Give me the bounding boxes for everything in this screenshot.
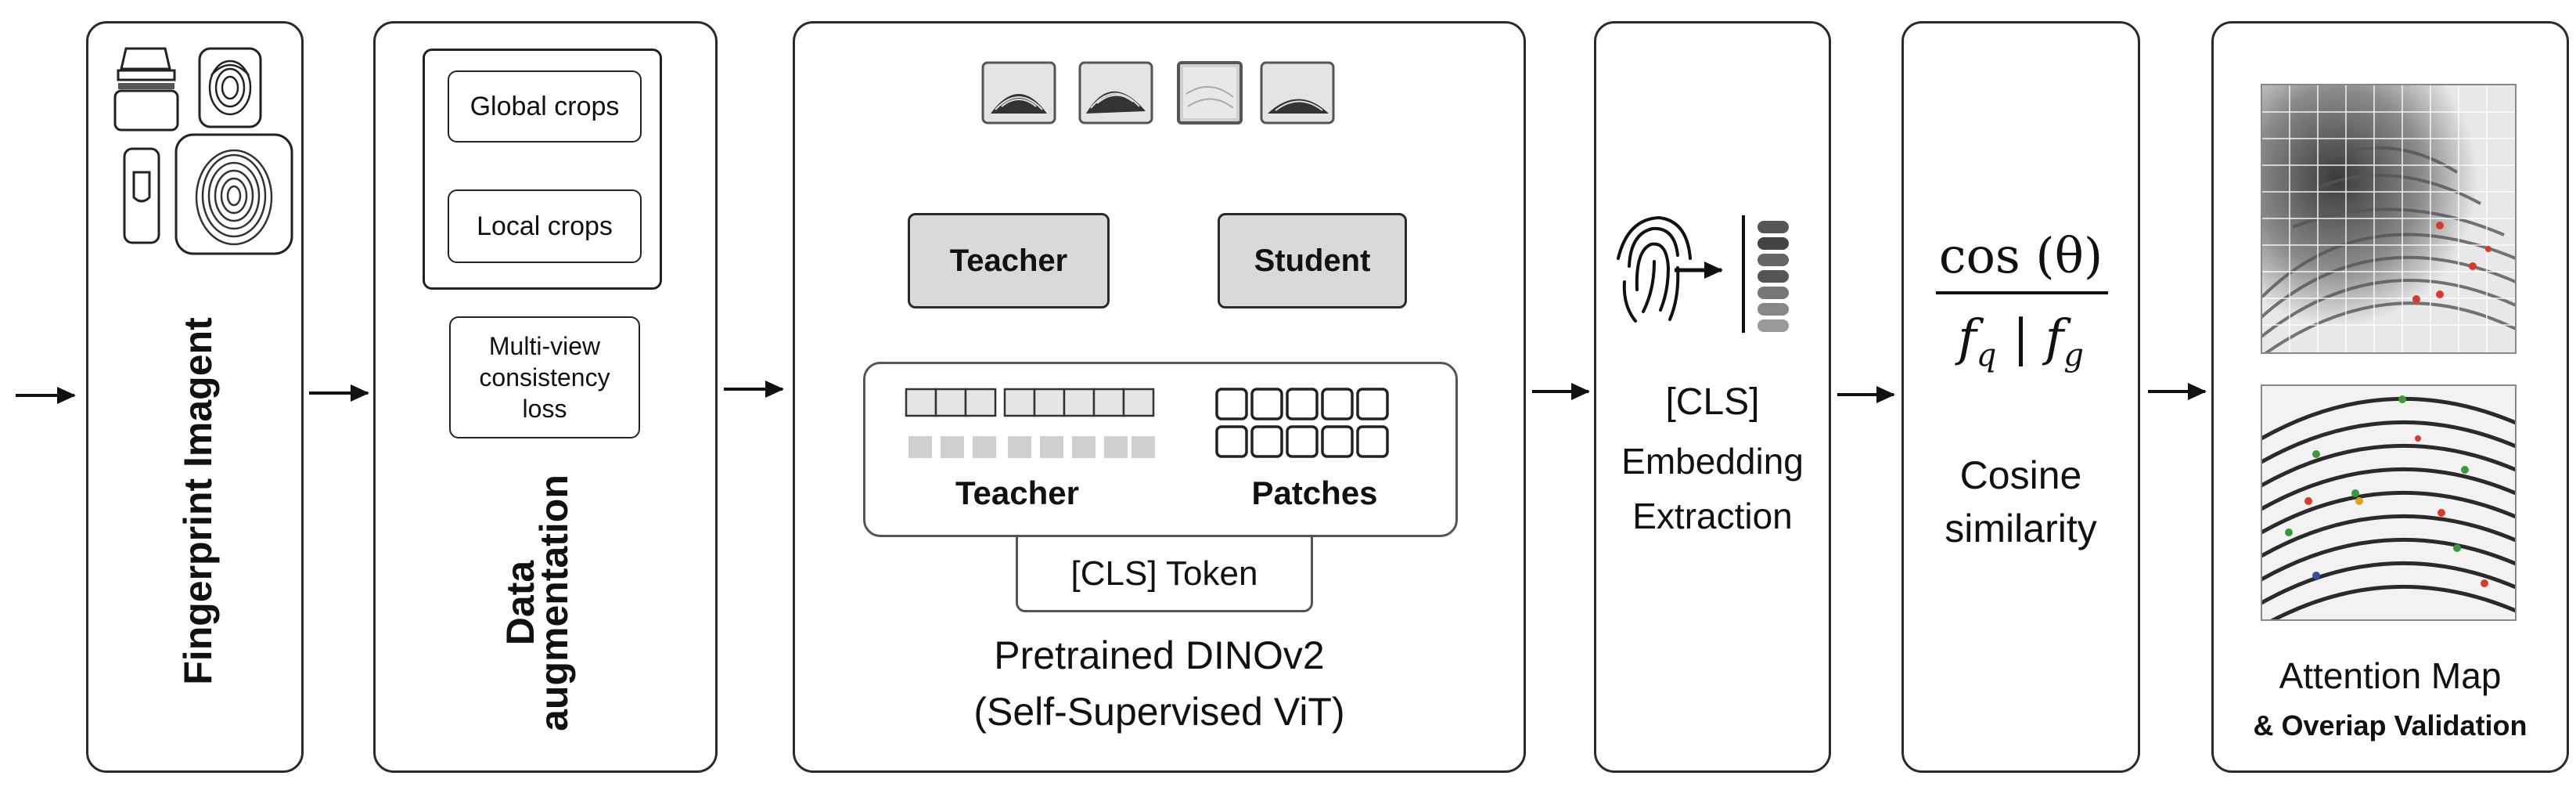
cls-token-label: [CLS] Token [1070, 554, 1258, 593]
cls-token-box: [CLS] Token [1016, 537, 1313, 612]
global-crops-box: Global crops [448, 70, 642, 143]
cosine-label-line2: similarity [1945, 507, 2097, 550]
fq-symbol: f [1958, 309, 1977, 367]
attention-label-line2: & Overiap Validation [2253, 709, 2527, 741]
patches-label: Patches [1251, 474, 1378, 511]
cosine-formula-denominator: fq | fg [1901, 309, 2140, 373]
fq-subscript: q [1976, 337, 1997, 373]
embedding-label-line3: Extraction [1632, 496, 1793, 536]
loss-label-line1: Multi-view [488, 332, 601, 360]
flow-arrows [16, 381, 2207, 404]
student-node-label: Student [1254, 243, 1371, 278]
teacher-tokens-label: Teacher [955, 474, 1079, 511]
panel-fingerprint-image: Fingerprint Imagent [86, 21, 304, 773]
scanner-icon [113, 47, 293, 255]
teacher-node-label: Teacher [949, 243, 1068, 278]
crops-group [423, 49, 662, 290]
fg-symbol: f [2045, 309, 2064, 367]
panel-label-fingerprint: Fingerprint Imagent [176, 317, 220, 685]
attention-label-line1: Attention Map [2279, 655, 2502, 696]
cosine-label-line1: Cosine [1959, 453, 2082, 497]
dinov2-title-line1: Pretrained DINOv2 [994, 633, 1325, 677]
fraction-separator: | [2012, 309, 2030, 367]
embedding-label-line2: Embedding [1621, 441, 1804, 482]
cosine-fraction-bar [1936, 291, 2108, 294]
loss-label-line3: loss [522, 395, 567, 423]
cosine-formula-numerator: cos (θ) [1938, 227, 2103, 284]
teacher-node: Teacher [908, 213, 1110, 308]
local-crops-box: Local crops [448, 189, 642, 263]
panel-label-augmentation-line2: augmentation [532, 474, 576, 731]
embedding-label-line1: [CLS] [1665, 381, 1760, 423]
consistency-loss-box: Multi-view consistency loss [449, 316, 640, 438]
loss-label-line2: consistency [479, 363, 610, 391]
local-crops-label: Local crops [477, 211, 613, 241]
dinov2-title-line2: (Self-Supervised ViT) [973, 690, 1345, 734]
panel-embedding [1594, 21, 1831, 773]
global-crops-label: Global crops [470, 91, 620, 121]
student-node: Student [1218, 213, 1407, 308]
fg-subscript: g [2063, 337, 2084, 373]
panel-cosine [1901, 21, 2140, 773]
